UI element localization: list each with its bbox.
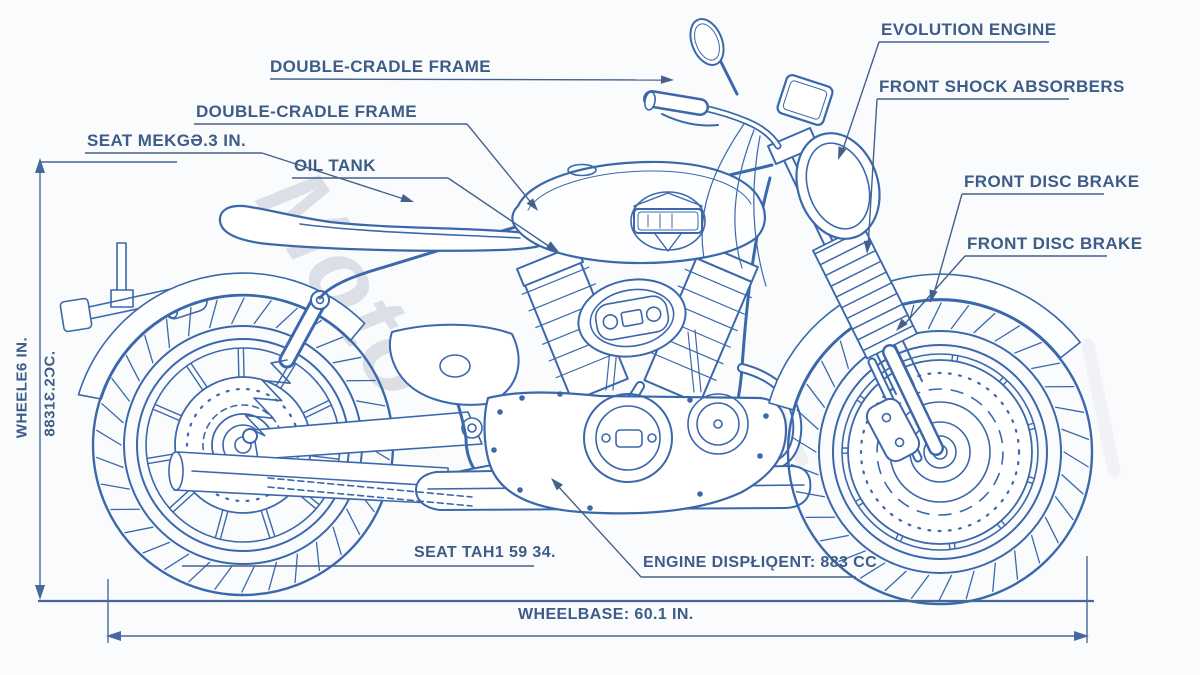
air-cleaner bbox=[577, 278, 687, 358]
oil-tank bbox=[389, 323, 520, 406]
dimension-arrowheads bbox=[35, 158, 1089, 641]
front-brake-caliper bbox=[865, 397, 921, 463]
callout-front-disc-brake-lower: FRONT DISC BRAKE bbox=[967, 234, 1143, 253]
callout-oil-tank: OIL TANK bbox=[294, 156, 376, 175]
callout-engine-displacement: ENGINE DISPŁIǪENT: 883 CC bbox=[643, 554, 878, 571]
callout-seat-height: SEAT MEKGƏ.3 IN. bbox=[87, 131, 247, 150]
rear-shock-absorber bbox=[242, 290, 330, 444]
callout-seat-note: SEAT TAH1 59 34. bbox=[414, 544, 556, 561]
front-fork bbox=[767, 127, 944, 463]
dimension-lines bbox=[38, 161, 1094, 643]
left-vertical-dimension-outer: WHEELE6 IN. bbox=[13, 336, 31, 439]
leader-lines bbox=[85, 41, 1107, 578]
callout-double-cradle-frame-lower: DOUBLE-CRADLE FRAME bbox=[196, 102, 418, 121]
tank-logo bbox=[630, 191, 706, 252]
callout-front-shock-absorbers: FRONT SHOCK ABSORBERS bbox=[879, 77, 1125, 96]
handlebar bbox=[643, 90, 782, 150]
callout-double-cradle-frame-top: DOUBLE-CRADLE FRAME bbox=[270, 57, 492, 76]
wheelbase-dimension-label: WHEELBASE: 60.1 IN. bbox=[518, 606, 694, 623]
seat bbox=[218, 204, 557, 252]
swingarm bbox=[252, 411, 483, 460]
control-cables bbox=[701, 123, 767, 287]
callout-evolution-engine: EVOLUTION ENGINE bbox=[881, 20, 1057, 39]
headlight bbox=[795, 132, 881, 240]
leader-arrowheads bbox=[400, 75, 938, 491]
drive-chain bbox=[267, 477, 473, 507]
callout-front-disc-brake-upper: FRONT DISC BRAKE bbox=[964, 172, 1140, 191]
left-vertical-dimension-inner: 8831Ɛ.2ƆC. bbox=[41, 350, 59, 437]
mirror bbox=[689, 18, 739, 96]
speedometer bbox=[776, 74, 834, 126]
